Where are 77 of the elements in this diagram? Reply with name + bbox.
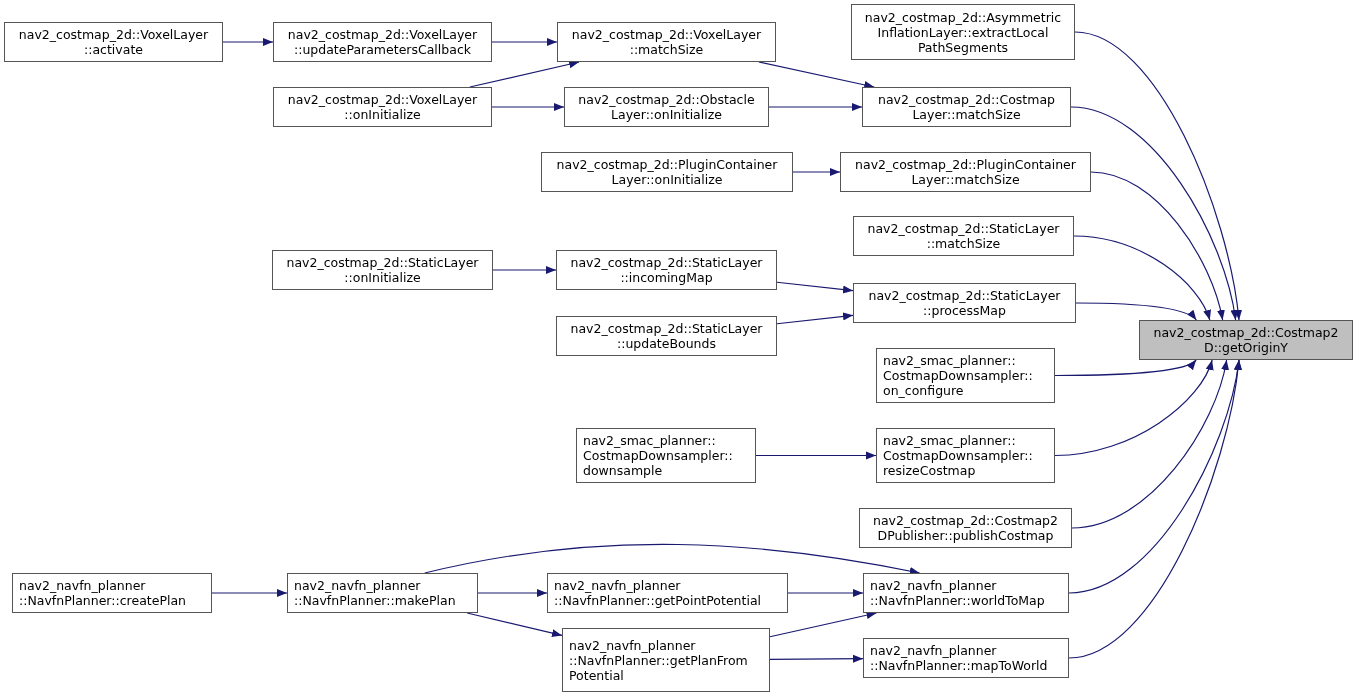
function-name: nav2_costmap_2d::StaticLayer ::incomingMap [569, 255, 764, 285]
function-name: nav2_smac_planner:: CostmapDownsampler:: on_configure [883, 353, 1034, 398]
focus-function-box [1139, 320, 1353, 360]
function-name: nav2_costmap_2d::StaticLayer ::updateBounds [569, 321, 764, 351]
function-name: nav2_costmap_2d::StaticLayer ::processMap [867, 288, 1062, 318]
arrow [792, 168, 841, 176]
function-name: nav2_costmap_2d::Costmap2 D::getOriginY [1152, 325, 1340, 355]
arrow [1090, 171, 1225, 321]
function-box [556, 250, 777, 290]
function-box [862, 87, 1071, 127]
function-name: nav2_navfn_planner ::NavfnPlanner::createPlan [19, 578, 187, 608]
arrow [477, 589, 548, 597]
function-name: nav2_navfn_planner ::NavfnPlanner::getPointPotential [554, 578, 763, 608]
function-box [272, 250, 493, 290]
function-box [557, 22, 776, 62]
function-box [273, 87, 492, 127]
arrow [1073, 235, 1211, 321]
function-box [273, 22, 492, 62]
function-box [840, 152, 1091, 192]
function-box [859, 508, 1072, 548]
function-box [876, 348, 1055, 403]
arrow [1054, 359, 1213, 457]
arrow [1068, 359, 1242, 659]
arrow [769, 611, 878, 638]
function-box [547, 573, 788, 613]
function-name: nav2_navfn_planner ::NavfnPlanner::getPlanFrom Potential [569, 637, 749, 683]
function-box [12, 573, 212, 613]
function-name: nav2_navfn_planner ::NavfnPlanner::worldToMap [870, 578, 1046, 608]
function-box [853, 283, 1076, 323]
function-box [863, 638, 1069, 678]
arrow [1071, 359, 1229, 529]
arrow [1070, 106, 1238, 321]
function-box [287, 573, 478, 613]
arrow [1075, 302, 1197, 321]
arrow [776, 312, 854, 325]
function-box [876, 428, 1055, 483]
function-name: nav2_costmap_2d::Asymmetric InflationLayer::extractLocal PathSegments [863, 9, 1063, 55]
arrow [424, 543, 921, 575]
function-name: nav2_costmap_2d::VoxelLayer ::onInitialize [286, 92, 479, 122]
function-name: nav2_costmap_2d::StaticLayer ::matchSize [866, 221, 1061, 251]
function-box [556, 316, 777, 356]
arrow [222, 38, 274, 46]
function-name: nav2_costmap_2d::PluginContainer Layer::matchSize [854, 157, 1077, 187]
function-name: nav2_costmap_2d::VoxelLayer ::matchSize [570, 27, 763, 57]
function-box [851, 4, 1075, 60]
function-box [541, 152, 793, 192]
function-name: nav2_costmap_2d::Costmap2 DPublisher::publishCostmap [872, 513, 1059, 543]
arrow [758, 61, 875, 89]
function-name: nav2_costmap_2d::PluginContainer Layer::onInitialize [555, 157, 779, 187]
function-box [562, 628, 770, 692]
function-name: nav2_costmap_2d::VoxelLayer ::updateParametersCallback [286, 27, 479, 57]
function-name: nav2_smac_planner:: CostmapDownsampler:: downsample [583, 433, 734, 478]
arrow [469, 60, 580, 88]
arrow [1054, 359, 1197, 377]
arrow [769, 654, 864, 663]
function-box [4, 22, 223, 62]
arrow [787, 589, 864, 597]
function-name: nav2_navfn_planner ::NavfnPlanner::mapToWorld [870, 643, 1049, 673]
function-box [853, 216, 1074, 256]
function-name: nav2_costmap_2d::Obstacle Layer::onInitialize [577, 92, 756, 122]
function-name: nav2_costmap_2d::VoxelLayer ::activate [17, 27, 210, 57]
arrow [491, 38, 558, 46]
arrow [776, 281, 854, 294]
arrow [466, 612, 563, 637]
function-name: nav2_costmap_2d::Costmap Layer::matchSize [877, 92, 1056, 122]
function-box [564, 87, 769, 127]
function-name: nav2_navfn_planner ::NavfnPlanner::makePlan [294, 578, 457, 608]
arrow [492, 266, 557, 274]
function-name: nav2_costmap_2d::StaticLayer ::onInitialize [285, 255, 480, 285]
function-name: nav2_smac_planner:: CostmapDownsampler:: resizeCostmap [883, 433, 1034, 478]
function-box [576, 428, 756, 483]
arrow [211, 589, 288, 597]
arrow [491, 103, 565, 111]
function-box [863, 573, 1069, 613]
arrow [755, 451, 877, 460]
arrow [768, 103, 863, 111]
arrow [1074, 31, 1242, 321]
